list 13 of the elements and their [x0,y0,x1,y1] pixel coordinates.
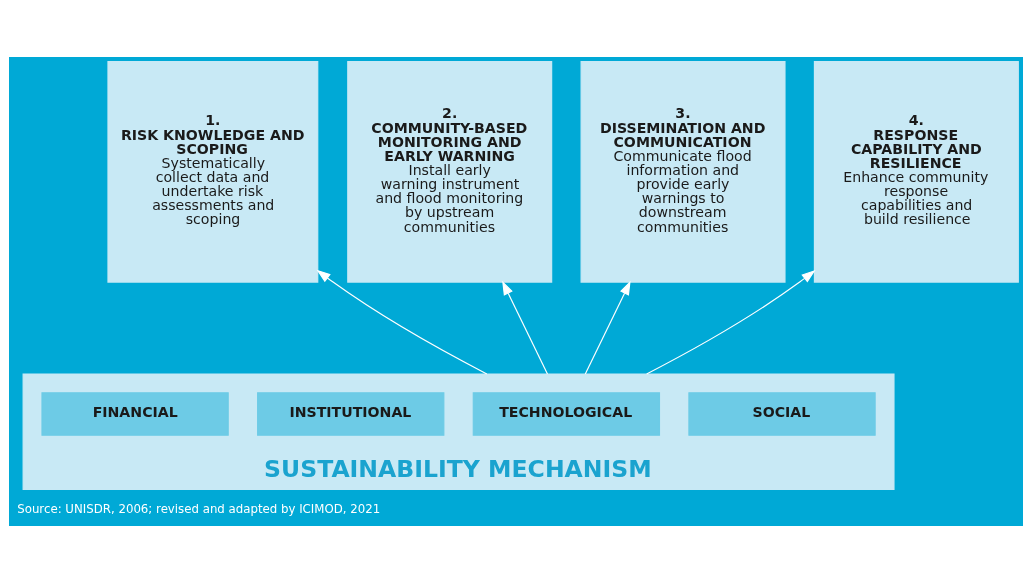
arrow [502,280,549,375]
node-box: 4. RESPONSE CAPABILITY AND RESILIENCE Enhance community response capabilities and build resilience [813,61,1019,283]
node-box: 1. RISK KNOWLEDGE AND SCOPING Systematically collect data and undertake risk assessments and scoping [107,61,319,283]
arrow [584,280,631,375]
node-box: FINANCIAL [41,392,229,436]
node-box: INSTITUTIONAL [257,392,445,436]
node-box: 2. COMMUNITY-BASED MONITORING AND EARLY WARNING Install early warning instrument and flood monitoring by upstream communities [347,61,553,283]
node-box: 3. DISSEMINATION AND COMMUNICATION Communicate flood information and provide early warnings to downstream communities [580,61,786,283]
node-box: SOCIAL [688,392,876,436]
arrow [316,269,488,375]
caption: Source: UNISDR, 2006; revised and adapted by ICIMOD, 2021 [17,502,381,517]
node-box: TECHNOLOGICAL [472,392,661,436]
arrow [646,269,816,375]
